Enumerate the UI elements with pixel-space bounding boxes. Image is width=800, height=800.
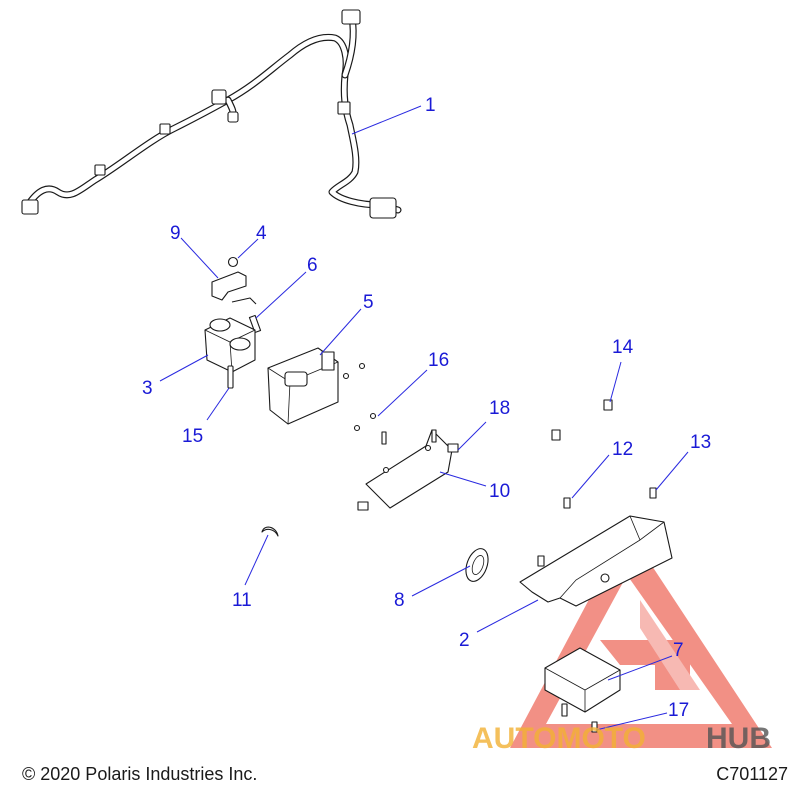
- watermark-part1: AUTOMOTO: [472, 722, 646, 755]
- callout-16: 16: [428, 350, 449, 371]
- sensor: [231, 297, 262, 334]
- callout-5: 5: [363, 292, 374, 313]
- main-bracket: [519, 515, 673, 607]
- callout-14: 14: [612, 337, 634, 358]
- mounting-plate: [365, 429, 453, 509]
- control-module: [544, 647, 621, 713]
- callout-12: 12: [612, 439, 633, 460]
- wiring-harness: [21, 9, 402, 219]
- callout-18: 18: [489, 398, 510, 419]
- callout-9: 9: [170, 223, 181, 244]
- clip: [357, 501, 369, 511]
- clip-ring: [261, 526, 279, 537]
- bolt: [381, 431, 387, 445]
- bolt: [561, 703, 568, 717]
- callout-10: 10: [489, 481, 510, 502]
- callouts: 1 2 3 4 5 6 7 8 9 10 11 12 13 14 15 16 1…: [142, 95, 711, 721]
- grommet: [465, 548, 489, 582]
- callout-15: 15: [182, 426, 203, 447]
- leader-lines: [159, 105, 689, 731]
- nut: [227, 256, 239, 268]
- screws: [342, 362, 377, 432]
- callout-1: 1: [425, 95, 436, 116]
- drawing-id: C701127: [716, 764, 788, 784]
- callout-3: 3: [142, 378, 153, 399]
- bracket-clip: [211, 271, 247, 301]
- callout-8: 8: [394, 590, 405, 611]
- watermark-part2: HUB: [706, 722, 771, 755]
- copyright-text: © 2020 Polaris Industries Inc.: [22, 764, 258, 784]
- bolt: [551, 429, 561, 441]
- callout-2: 2: [459, 630, 470, 651]
- bolt: [603, 399, 613, 411]
- bolt: [563, 497, 571, 509]
- callout-4: 4: [256, 223, 267, 244]
- bolt: [649, 487, 657, 499]
- watermark-text: AUTOMOTO HUB: [472, 722, 771, 755]
- bolt: [431, 429, 437, 443]
- callout-13: 13: [690, 432, 711, 453]
- ignition-coil: [204, 317, 256, 373]
- callout-11: 11: [232, 590, 252, 611]
- clip: [447, 443, 459, 453]
- ecu-module: [267, 347, 339, 425]
- callout-6: 6: [307, 255, 318, 276]
- bolt: [591, 721, 598, 733]
- long-bolt: [227, 365, 234, 389]
- callout-7: 7: [673, 640, 684, 661]
- bolt: [537, 555, 545, 567]
- callout-17: 17: [668, 700, 689, 721]
